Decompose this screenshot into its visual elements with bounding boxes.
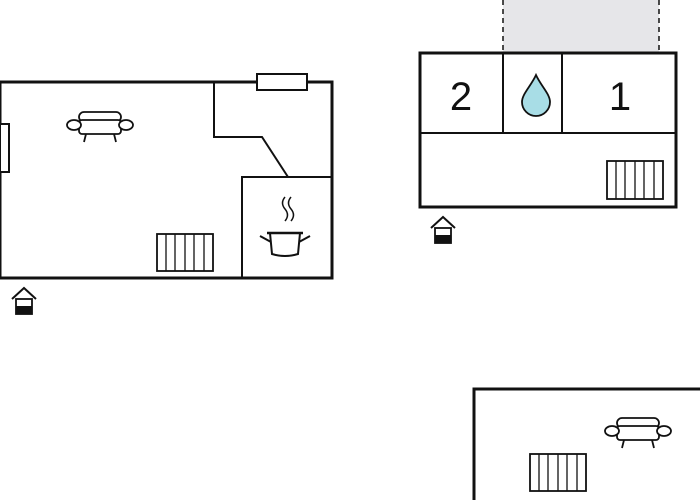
unit-bottom-outer-wall	[472, 387, 700, 500]
radiator-icon	[156, 233, 214, 272]
radiator-icon	[606, 160, 664, 200]
sofa-icon	[66, 111, 134, 143]
unit-right: 2 1	[418, 0, 678, 244]
unit-bottom-right	[472, 387, 700, 500]
entrance-icon	[11, 286, 37, 315]
unit-left	[0, 73, 334, 315]
entrance-icon	[430, 215, 456, 244]
sofa-icon	[604, 417, 672, 449]
side-window-icon	[0, 123, 10, 173]
unit-left-outer-wall	[0, 80, 334, 280]
cooking-pot-icon	[259, 196, 311, 257]
room-label-2: 2	[450, 75, 472, 119]
water-drop-icon	[521, 72, 551, 117]
window-icon	[256, 73, 308, 91]
balcony-dashed-area	[503, 0, 659, 53]
radiator-icon	[529, 453, 587, 492]
unit-right-outer-wall	[418, 51, 678, 209]
kitchen-room-wall	[241, 176, 332, 278]
kitchen-partition-wall	[213, 82, 289, 178]
room-label-1: 1	[609, 75, 631, 119]
